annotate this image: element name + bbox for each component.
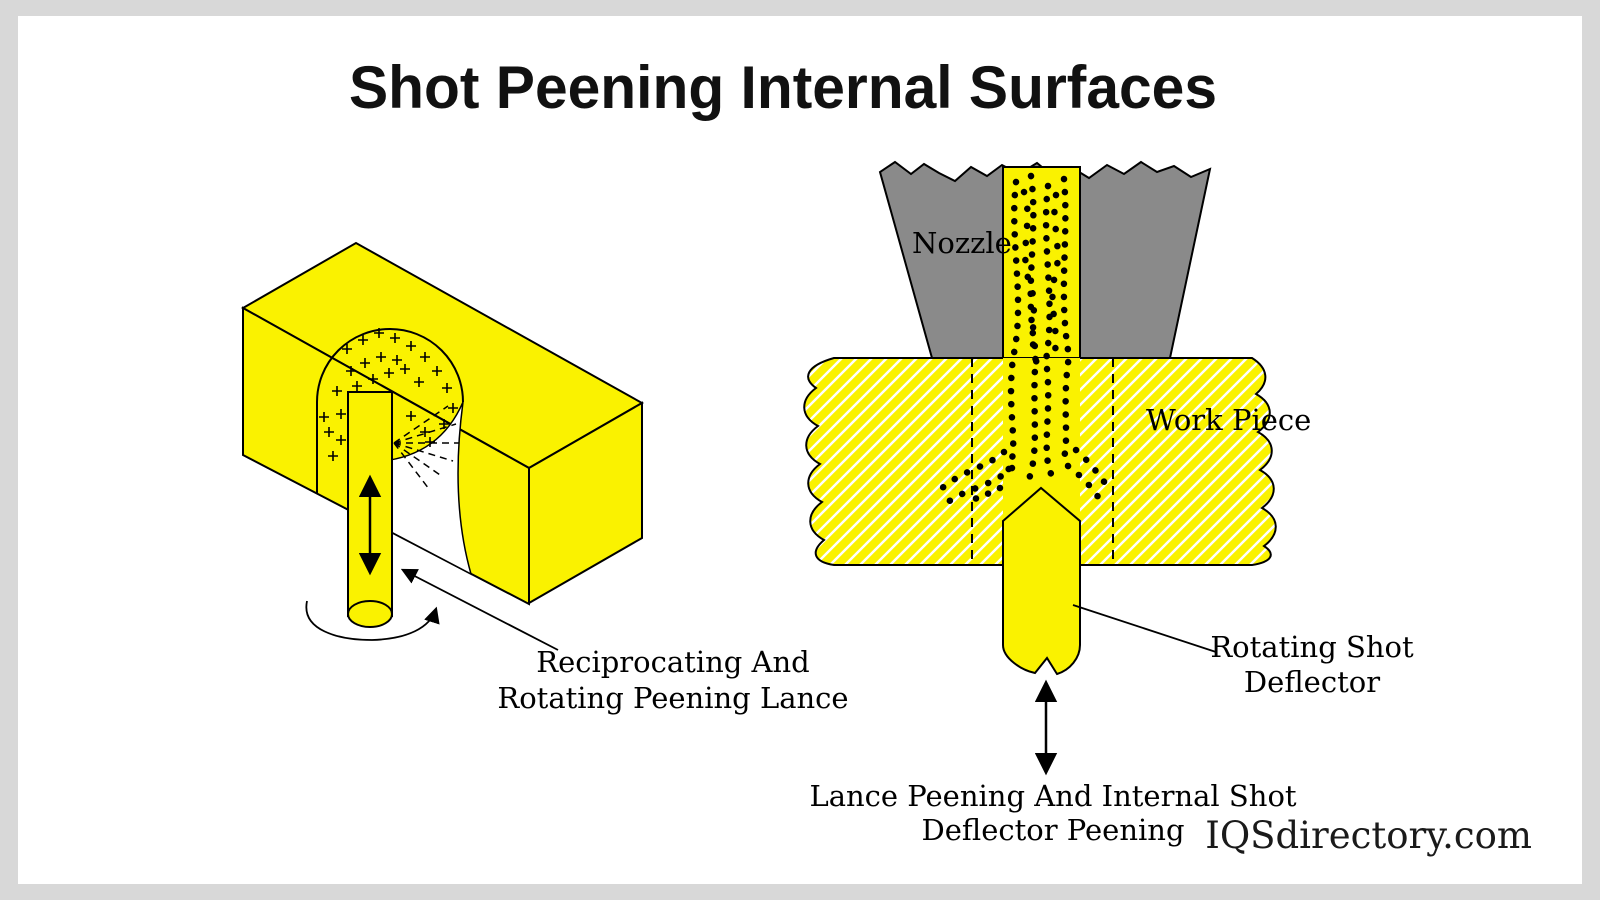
bottom-label-line2: Deflector Peening [921,813,1184,847]
bore-opening [369,401,473,576]
deflector-label-line2: Deflector [1244,665,1380,699]
lance-diagram: Reciprocating And Rotating Peening Lance [240,241,849,715]
deflector-label-line1: Rotating Shot [1210,630,1414,664]
work-piece-label: Work Piece [1146,403,1311,437]
bottom-label-line1: Lance Peening And Internal Shot [809,779,1296,813]
shot-spray-lines [393,405,459,490]
plus-marks [319,328,458,461]
page-title: Shot Peening Internal Surfaces [349,54,1217,121]
bore-guide-dashed-lines [971,358,1114,565]
deflector-pointer-line [1072,604,1217,653]
lance-pointer-line [400,568,559,651]
rotation-arrow [305,600,440,641]
lance-label-line1: Reciprocating And [536,645,810,679]
shot-particles [936,172,1114,506]
lance-label-line2: Rotating Peening Lance [497,681,848,715]
watermark: IQSdirectory.com [1205,814,1532,857]
lance-tip [347,600,393,628]
bore-arch-outline [316,328,464,494]
deflector-diagram: Nozzle Work Piece Rotating Shot Deflecto… [803,160,1414,847]
nozzle-label: Nozzle [912,226,1012,260]
shot-deflector [1002,486,1081,676]
